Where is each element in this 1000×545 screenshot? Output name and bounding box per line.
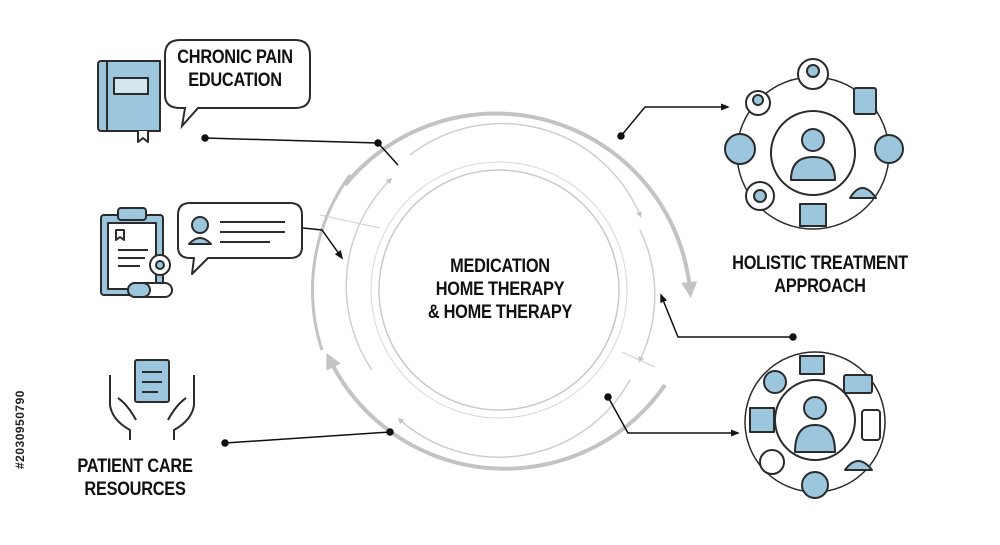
connector-dot-patient-start <box>221 439 229 447</box>
connector-dot-holistic-mid <box>789 333 797 341</box>
connector-dot-bottom-right <box>604 393 612 401</box>
items-network-icon <box>744 351 886 499</box>
center-title-line1: MEDICATION <box>450 256 550 277</box>
holistic-line2: APPROACH <box>774 276 866 297</box>
center-circle-inner <box>378 169 620 411</box>
inner-arrow-bottom <box>397 379 631 458</box>
cycle-arrow-top <box>343 111 698 298</box>
holistic-line1: HOLISTIC TREATMENT <box>732 253 908 274</box>
inner-ray-1 <box>319 214 381 229</box>
inner-arrow-left <box>345 177 393 371</box>
connector-chat <box>302 227 344 260</box>
clipboard-icon <box>100 207 173 298</box>
people-network-icon <box>724 58 904 230</box>
center-title-line2: HOME THERAPY <box>435 279 565 300</box>
cycle-arrow-left <box>311 174 352 351</box>
connector-dot-pain-start <box>201 134 209 142</box>
connector-dot-pain-end <box>374 139 382 147</box>
patient-care-label: PATIENT CARE RESOURCES <box>53 455 216 501</box>
inner-arrow-top <box>409 122 642 218</box>
center-circle-outer <box>370 161 628 419</box>
connectors <box>201 103 797 447</box>
patient-care-line1: PATIENT CARE <box>77 456 193 477</box>
connector-dot-holistic-top <box>617 132 625 140</box>
hands-box-icon <box>109 359 195 440</box>
center-title-line3: & HOME THERAPY <box>427 302 573 323</box>
connector-patient <box>224 431 391 444</box>
chronic-pain-line2: EDUCATION <box>188 70 282 91</box>
chat-bubble-icon <box>177 202 303 275</box>
connector-holistic-top <box>620 103 730 137</box>
inner-ray-2 <box>621 351 656 368</box>
center-title: MEDICATION HOME THERAPY & HOME THERAPY <box>405 255 594 324</box>
holistic-label: HOLISTIC TREATMENT APPROACH <box>717 252 923 298</box>
connector-dot-patient-end <box>386 428 394 436</box>
chronic-pain-line1: CHRONIC PAIN <box>177 47 293 68</box>
book-icon <box>97 60 161 143</box>
cycle-arrow-bottom <box>326 352 667 471</box>
central-cycle <box>311 111 698 471</box>
connector-bottom-right <box>607 396 740 437</box>
inner-arrow-right <box>638 229 656 363</box>
patient-care-line2: RESOURCES <box>84 479 186 500</box>
connector-holistic-mid <box>660 293 793 338</box>
pain-speech-bubble <box>164 39 311 130</box>
stock-id-text: #203095079​0 <box>13 390 27 469</box>
chronic-pain-label: CHRONIC PAIN EDUCATION <box>162 46 308 92</box>
